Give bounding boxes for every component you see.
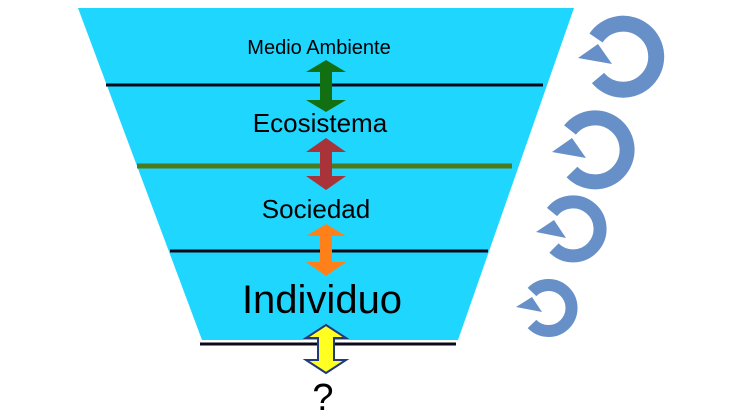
question-mark: ? <box>312 377 333 418</box>
cycle-arrow-icon <box>516 279 578 337</box>
cycle-arrow-icon <box>552 110 635 190</box>
double-arrow-red <box>306 138 346 190</box>
level-label-ecosistema: Ecosistema <box>253 108 388 138</box>
cycle-arrow-icon <box>578 15 665 98</box>
double-arrow-green <box>306 60 346 112</box>
level-label-medio-ambiente: Medio Ambiente <box>247 37 390 59</box>
cycle-arrow-icon <box>536 195 607 263</box>
level-label-sociedad: Sociedad <box>262 194 370 224</box>
level-label-individuo: Individuo <box>242 278 402 322</box>
double-arrow-yellow <box>302 323 350 375</box>
double-arrow-orange <box>306 224 346 276</box>
